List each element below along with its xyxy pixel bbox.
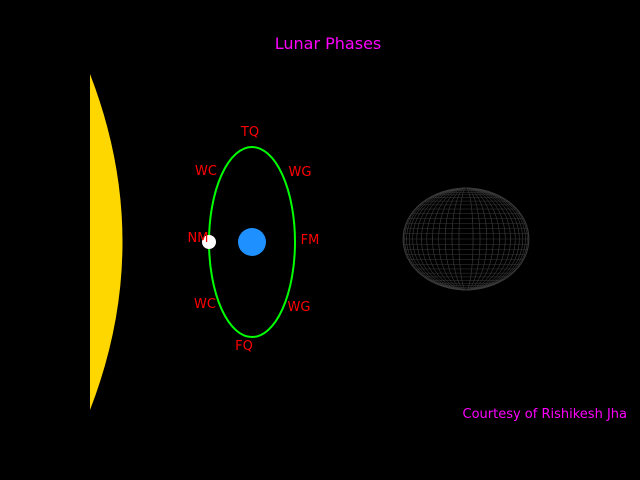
phase-label-lower-left: WC (194, 297, 216, 312)
credit-text: Courtesy of Rishikesh Jha (463, 407, 628, 422)
phase-label-upper-right: WG (289, 165, 312, 180)
wireframe-sphere (402, 187, 530, 291)
phase-label-left: NM (188, 231, 209, 246)
phase-label-upper-left: WC (195, 164, 217, 179)
moon (202, 235, 216, 249)
phase-label-top: TQ (240, 125, 259, 140)
earth (238, 228, 266, 256)
phase-label-bottom: FQ (235, 339, 253, 354)
diagram-title: Lunar Phases (275, 34, 382, 53)
sun-shape (90, 74, 123, 410)
phase-label-lower-right: WG (288, 300, 311, 315)
phase-label-right: FM (301, 233, 320, 248)
